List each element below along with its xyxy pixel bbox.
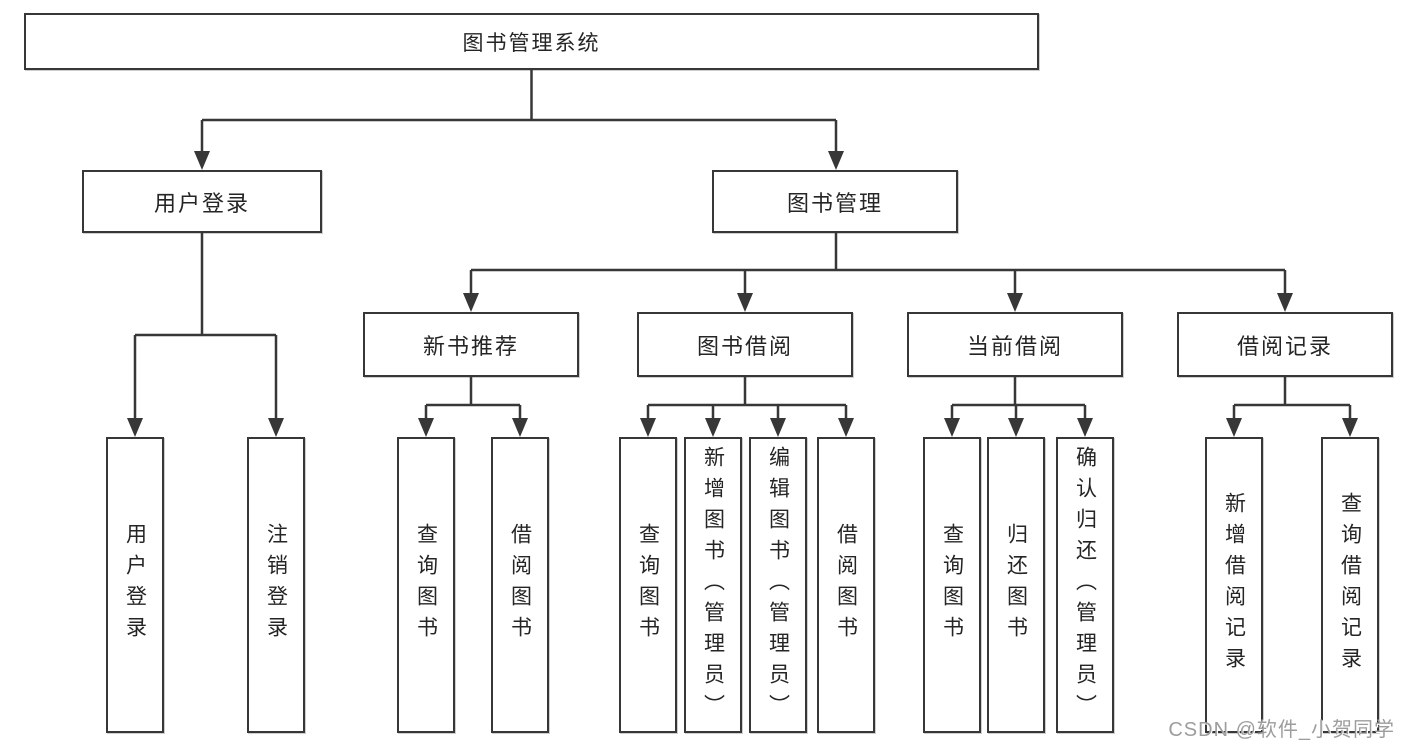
node-label: 图书管理系统: [462, 31, 601, 55]
node-new-book-recommendation: 新书推荐: [363, 312, 579, 377]
leaf-label: 用户登录: [123, 523, 147, 647]
node-library-management-system: 图书管理系统: [24, 13, 1039, 70]
node-label: 用户登录: [153, 190, 250, 216]
leaf-label: 查询图书: [636, 523, 660, 647]
leaf-edit-books-admin: 编辑图书（管理员）: [749, 437, 807, 733]
node-current-borrowing: 当前借阅: [907, 312, 1123, 377]
leaf-label: 借阅图书: [834, 523, 858, 647]
node-label: 新书推荐: [422, 333, 519, 359]
leaf-confirm-return-admin: 确认归还（管理员）: [1056, 437, 1114, 733]
node-user-login: 用户登录: [82, 170, 322, 233]
leaf-query-books-recommend: 查询图书: [397, 437, 455, 733]
leaf-label: 归还图书: [1004, 523, 1028, 647]
node-book-management: 图书管理: [712, 170, 958, 233]
leaf-label: 确认归还（管理员）: [1073, 445, 1097, 725]
leaf-return-books: 归还图书: [987, 437, 1045, 733]
node-label: 借阅记录: [1236, 333, 1333, 359]
node-borrowing-records: 借阅记录: [1177, 312, 1393, 377]
leaf-label: 新增借阅记录: [1222, 492, 1246, 678]
node-label: 当前借阅: [966, 333, 1063, 359]
watermark: CSDN @软件_小贺同学: [1168, 719, 1395, 741]
leaf-label: 查询图书: [940, 523, 964, 647]
leaf-add-borrow-record: 新增借阅记录: [1205, 437, 1263, 733]
leaf-query-books-borrow: 查询图书: [619, 437, 677, 733]
leaf-query-books-current: 查询图书: [923, 437, 981, 733]
leaf-borrow-books: 借阅图书: [817, 437, 875, 733]
leaf-label: 编辑图书（管理员）: [766, 445, 790, 725]
node-label: 图书借阅: [696, 333, 793, 359]
leaf-user-login: 用户登录: [106, 437, 164, 733]
leaf-add-books-admin: 新增图书（管理员）: [684, 437, 742, 733]
node-book-borrowing: 图书借阅: [637, 312, 853, 377]
leaf-label: 新增图书（管理员）: [701, 445, 725, 725]
leaf-borrow-books-recommend: 借阅图书: [491, 437, 549, 733]
node-label: 图书管理: [786, 190, 883, 216]
leaf-query-borrow-record: 查询借阅记录: [1321, 437, 1379, 733]
leaf-label: 注销登录: [264, 523, 288, 647]
leaf-label: 查询图书: [414, 523, 438, 647]
leaf-logout: 注销登录: [247, 437, 305, 733]
leaf-label: 查询借阅记录: [1338, 492, 1362, 678]
leaf-label: 借阅图书: [508, 523, 532, 647]
